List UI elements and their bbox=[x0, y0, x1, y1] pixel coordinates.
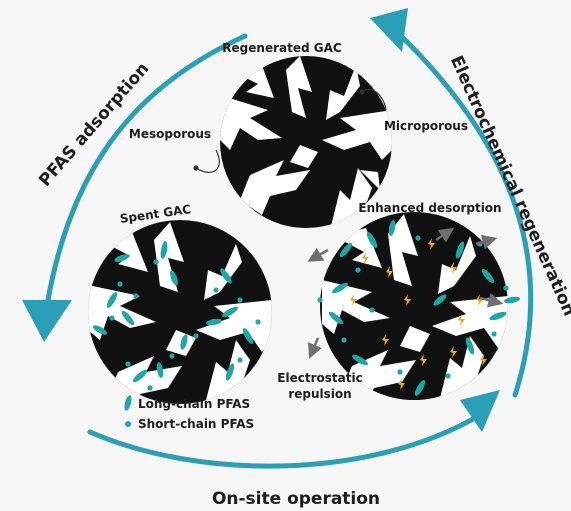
short-chain-legend-label: Short-chain PFAS bbox=[138, 417, 254, 431]
enhanced-desorption-label: Enhanced desorption bbox=[358, 201, 501, 215]
legend: Long-chain PFAS Short-chain PFAS bbox=[124, 395, 254, 431]
pfas-adsorption-arrow bbox=[45, 33, 248, 303]
callout-lines bbox=[193, 88, 387, 173]
desorbing-pfas bbox=[317, 220, 520, 396]
regenerated-gac-label: Regenerated GAC bbox=[222, 41, 342, 55]
electrostatic-label: Electrostatic bbox=[277, 371, 362, 385]
short-chain-legend-icon bbox=[125, 421, 131, 427]
spent-gac-particle bbox=[88, 220, 272, 404]
on-site-operation-arrow bbox=[87, 412, 483, 469]
on-site-operation-label: On-site operation bbox=[212, 489, 380, 509]
arrowhead-left bbox=[22, 300, 72, 342]
electrochemical-regeneration-arrow bbox=[392, 27, 534, 398]
arrowhead-bottom bbox=[460, 390, 500, 432]
cycle-arrowheads bbox=[22, 8, 500, 432]
mesoporous-label: Mesoporous bbox=[129, 127, 211, 141]
repulsion-arrows bbox=[307, 227, 504, 359]
cycle-arrows bbox=[45, 27, 534, 469]
arrowhead-top bbox=[370, 8, 408, 52]
regenerated-gac-particle bbox=[220, 56, 392, 228]
long-chain-legend-label: Long-chain PFAS bbox=[138, 397, 250, 411]
adsorbed-pfas bbox=[92, 241, 261, 391]
electrochemical-sparks bbox=[350, 238, 487, 390]
repulsion-label: repulsion bbox=[288, 387, 351, 401]
long-chain-legend-icon bbox=[124, 395, 132, 411]
microporous-label: Microporous bbox=[384, 119, 468, 133]
